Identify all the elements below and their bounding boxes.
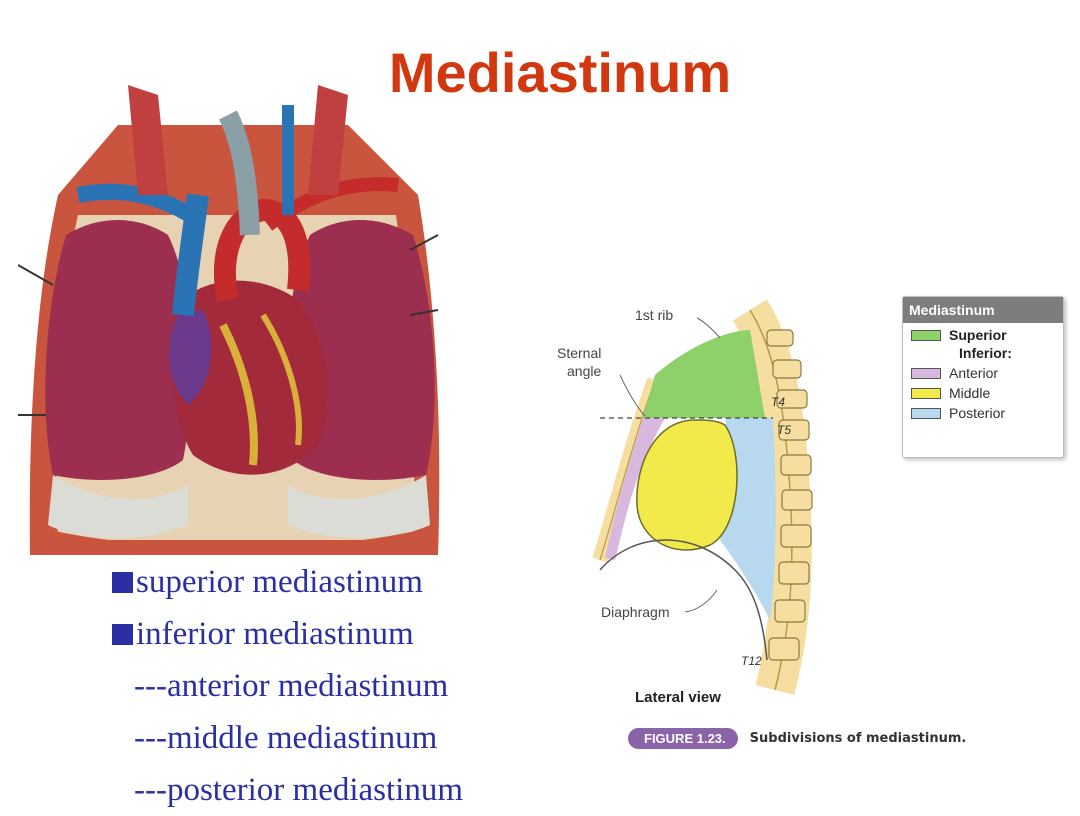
lateral-view-diagram: 1st rib Sternal angle T4 T5 Diaphragm T1… [557,299,813,706]
figure-caption: FIGURE 1.23. Subdivisions of mediastinum… [628,728,966,749]
legend-posterior: Posterior [911,405,1063,421]
legend-anterior: Anterior [911,365,1063,381]
bullet-superior: superior mediastinum [112,556,463,608]
legend-superior-label: Superior [949,327,1007,343]
label-diaphragm: Diaphragm [601,604,669,620]
label-angle: angle [567,363,601,379]
subitem-posterior: ---posterior mediastinum [134,772,464,808]
label-t4: T4 [771,395,785,409]
legend-posterior-label: Posterior [949,405,1006,421]
slide-title: Mediastinum [388,41,732,104]
label-t12: T12 [741,654,762,668]
legend-middle: Middle [911,385,1063,401]
figure-number: FIGURE 1.23. [628,728,738,749]
legend-anterior-label: Anterior [949,365,999,381]
square-bullet-icon [112,571,133,593]
legend-superior: Superior [911,327,1063,343]
mediastinum-legend: Mediastinum Superior Inferior: Anterior … [902,296,1064,458]
anterior-swatch [911,367,941,379]
superior-swatch [911,329,941,341]
label-first-rib: 1st rib [635,307,673,323]
subitem-anterior: ---anterior mediastinum [134,668,449,704]
bullet-text: inferior mediastinum [136,616,414,652]
bullet-text: superior mediastinum [136,564,423,600]
figure-caption-text: Subdivisions of mediastinum. [749,731,967,746]
subitem-middle: ---middle mediastinum [134,720,438,756]
legend-middle-label: Middle [949,385,991,401]
middle-swatch [911,387,941,399]
label-t5: T5 [777,423,791,437]
legend-header: Mediastinum [903,297,1063,323]
posterior-swatch [911,407,941,419]
bullet-inferior: inferior mediastinum [112,608,463,660]
bullet-list: superior mediastinum inferior mediastinu… [112,556,463,816]
legend-inferior-label: Inferior: [959,345,1012,361]
label-lateral-view: Lateral view [635,689,721,706]
label-sternal: Sternal [557,345,601,361]
square-bullet-icon [112,623,133,645]
thorax-anterior-illustration [18,85,440,555]
